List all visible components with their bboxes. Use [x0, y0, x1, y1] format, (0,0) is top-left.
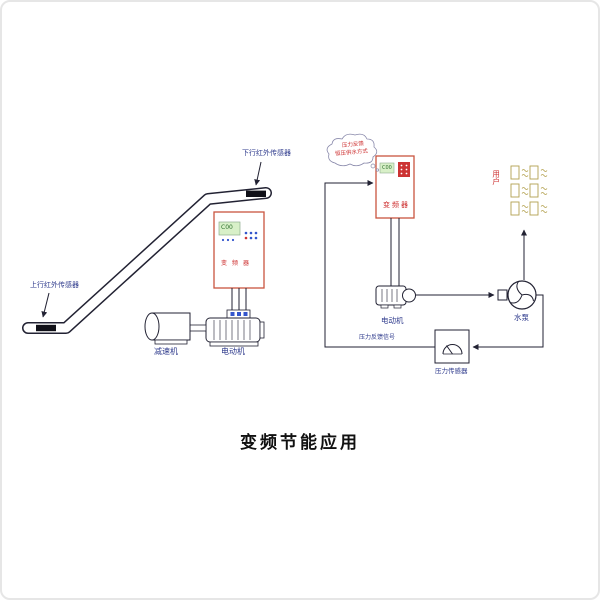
inverter-left-keypad	[221, 231, 258, 242]
shaft	[187, 324, 207, 332]
up-sensor-label: 上行红外传感器	[30, 281, 79, 289]
inverter-right-display-text: C00	[382, 164, 392, 171]
inverter-left-label: 变频器	[221, 260, 255, 267]
down-sensor-pointer-arrow	[254, 161, 262, 186]
down-sensor-label: 下行红外传感器	[242, 149, 291, 157]
reducer	[144, 312, 207, 345]
heat-waves	[521, 169, 548, 213]
inverter-left	[213, 211, 265, 289]
pressure-sensor-label: 压力传感器	[435, 367, 468, 375]
motor-left	[205, 309, 265, 347]
up-sensor-pointer-arrow	[41, 292, 50, 318]
inverter-left-display-text: C00	[221, 224, 233, 231]
motor-right	[375, 285, 416, 309]
motor-left-base	[209, 341, 259, 347]
inverter-right-label: 变频器	[383, 201, 410, 209]
feedback-signal-label: 压力反馈信号	[359, 334, 396, 341]
down-infrared-sensor	[246, 190, 266, 197]
reducer-label: 减速机	[154, 347, 178, 356]
users-label: 用户	[491, 170, 501, 185]
motor-right-label: 电动机	[381, 316, 404, 325]
motor-cables-right	[390, 218, 400, 286]
water-pump	[497, 280, 537, 310]
motor-left-fins	[213, 320, 251, 340]
pressure-sensor	[434, 329, 470, 364]
pump-label: 水泵	[514, 313, 529, 322]
inverter-left-display	[218, 221, 241, 236]
pipe-to-sensor-arrow	[472, 294, 544, 350]
gauge-needle	[446, 345, 453, 355]
motor-right-fins	[381, 289, 398, 302]
feedback-signal-line	[324, 180, 435, 348]
escalator	[22, 187, 272, 334]
cloud-callout	[326, 133, 380, 172]
inverter-right	[375, 155, 415, 219]
pump-impeller	[509, 281, 534, 304]
users-block	[510, 165, 548, 216]
motor-left-label: 电动机	[221, 347, 245, 356]
reducer-base	[154, 339, 188, 345]
up-infrared-sensor	[36, 324, 56, 332]
motor-cables-left	[231, 288, 247, 311]
page-title: 变频节能应用	[240, 433, 360, 453]
inverter-right-display	[379, 162, 395, 174]
inverter-right-keypad	[398, 162, 410, 177]
